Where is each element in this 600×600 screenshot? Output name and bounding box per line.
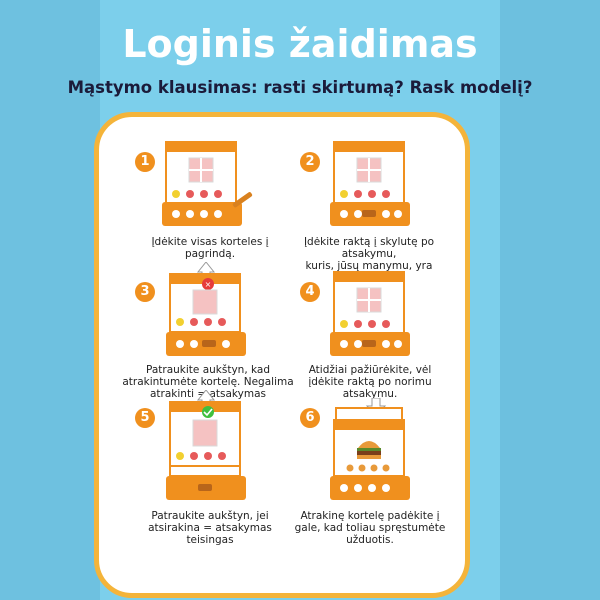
step-6-caption: Atrakinę kortelę padėkite į gale, kad to… <box>294 510 446 546</box>
background-band-left <box>0 0 100 600</box>
step-5-caption: Patraukite aukštyn, jei atsirakina = ats… <box>148 510 272 546</box>
step-3-number-badge: 3 <box>135 282 155 302</box>
step-4-number-badge: 4 <box>300 282 320 302</box>
step-5-illustration <box>166 390 246 500</box>
step-2-illustration <box>330 141 410 226</box>
step-1-number-badge: 1 <box>135 152 155 172</box>
step-1-illustration <box>162 141 253 226</box>
step-6-illustration <box>330 398 410 500</box>
step-5-number-badge: 5 <box>135 408 155 428</box>
page-subtitle: Mąstymo klausimas: rasti skirtumą? Rask … <box>67 78 533 97</box>
step-4-caption: Atidžiai pažiūrėkite, vėl įdėkite raktą … <box>308 364 432 400</box>
background-band-right <box>500 0 600 600</box>
step-2-number-badge: 2 <box>300 152 320 172</box>
svg-text:×: × <box>205 280 212 289</box>
step-4-illustration <box>330 271 410 356</box>
step-6-number-badge: 6 <box>300 408 320 428</box>
step-1-caption: Įdėkite visas korteles į pagrindą. <box>151 236 269 260</box>
step-3-illustration: × <box>166 262 246 356</box>
page-title: Loginis žaidimas <box>122 22 478 66</box>
